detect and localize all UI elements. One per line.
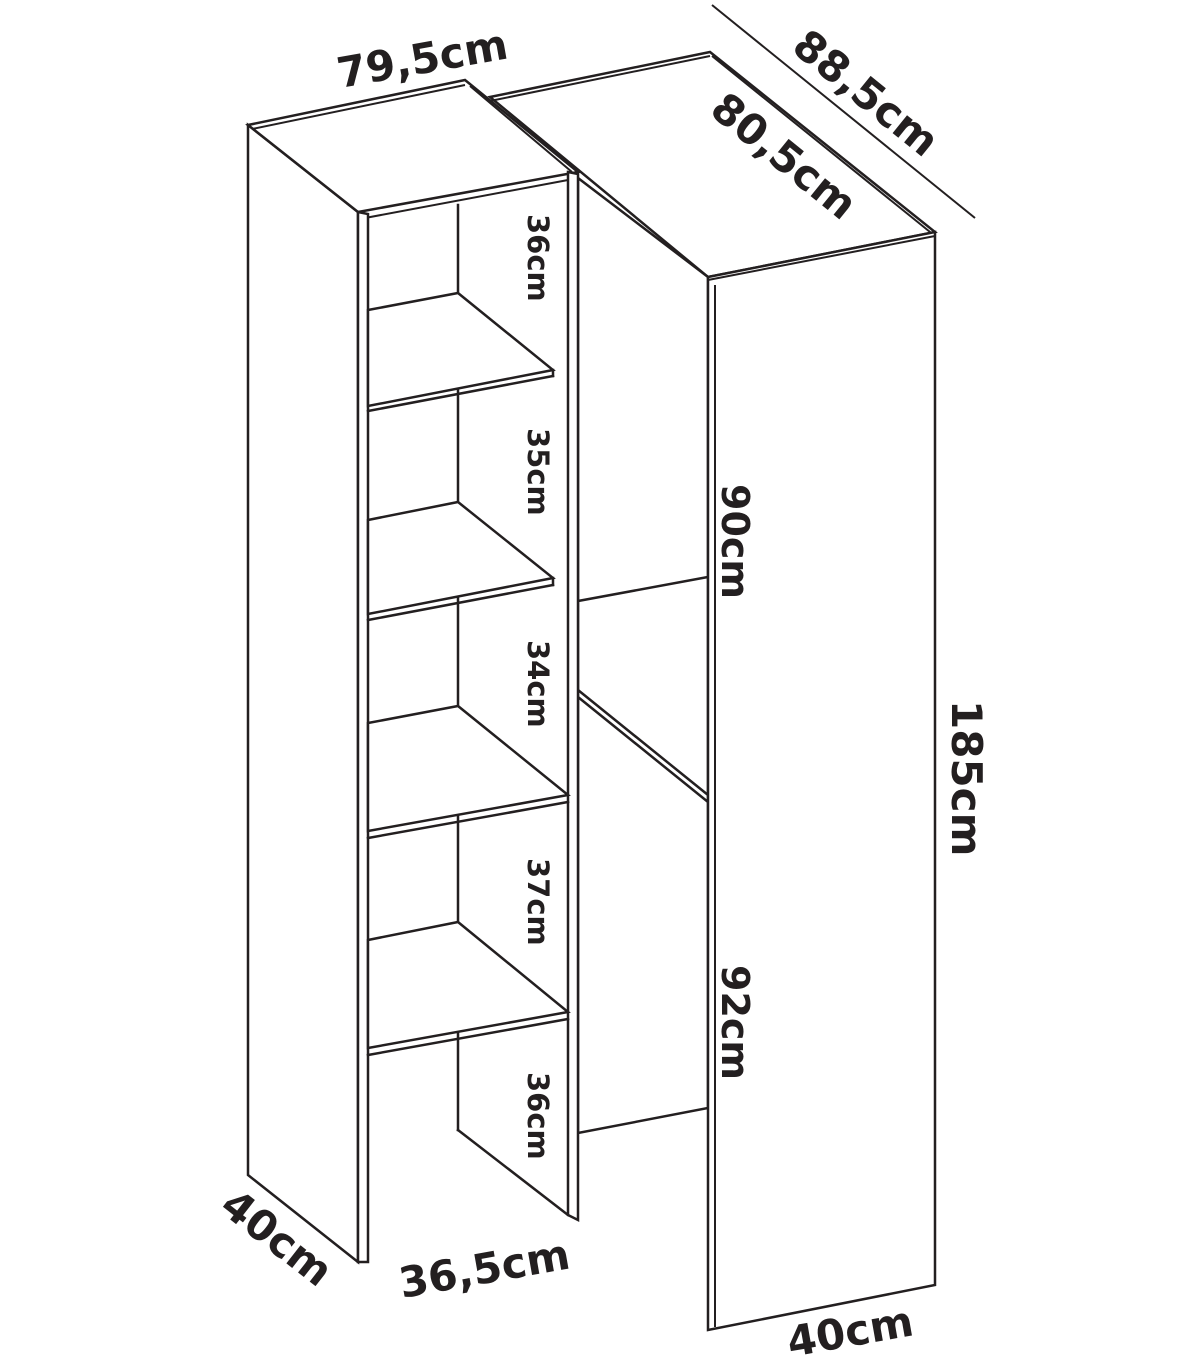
shelf-3 [366, 704, 571, 840]
shelf-height-label-5: 36cm [521, 1072, 555, 1160]
upper-compartment-label: 90cm [713, 484, 757, 599]
total-height-label: 185cm [942, 700, 991, 856]
right-module-inner-back [576, 175, 710, 1135]
hanging-divider-upper [576, 575, 710, 603]
shelf-width-label: 36,5cm [395, 1230, 573, 1308]
left-side-panel [246, 122, 360, 1265]
partition-panel [566, 170, 580, 1223]
right-module-side-panel [706, 230, 937, 1332]
top-width-left-label: 79,5cm [333, 20, 511, 98]
shelf-height-label-2: 35cm [521, 428, 555, 516]
outer-depth-line [711, 4, 976, 219]
shelf-1 [366, 291, 556, 413]
left-panel-front-edge [356, 210, 370, 1264]
right-module [487, 50, 938, 1332]
shelf-height-labels: 36cm 35cm 34cm 37cm 36cm [521, 214, 555, 1160]
shelf-height-label-1: 36cm [521, 214, 555, 302]
left-module [245, 78, 581, 1265]
dimension-lines [711, 4, 976, 219]
lower-compartment-label: 92cm [713, 965, 757, 1080]
shelf-height-label-3: 34cm [521, 640, 555, 728]
shelf-2 [366, 500, 556, 622]
shelf-4 [366, 920, 571, 1057]
shelf-height-label-4: 37cm [521, 858, 555, 946]
